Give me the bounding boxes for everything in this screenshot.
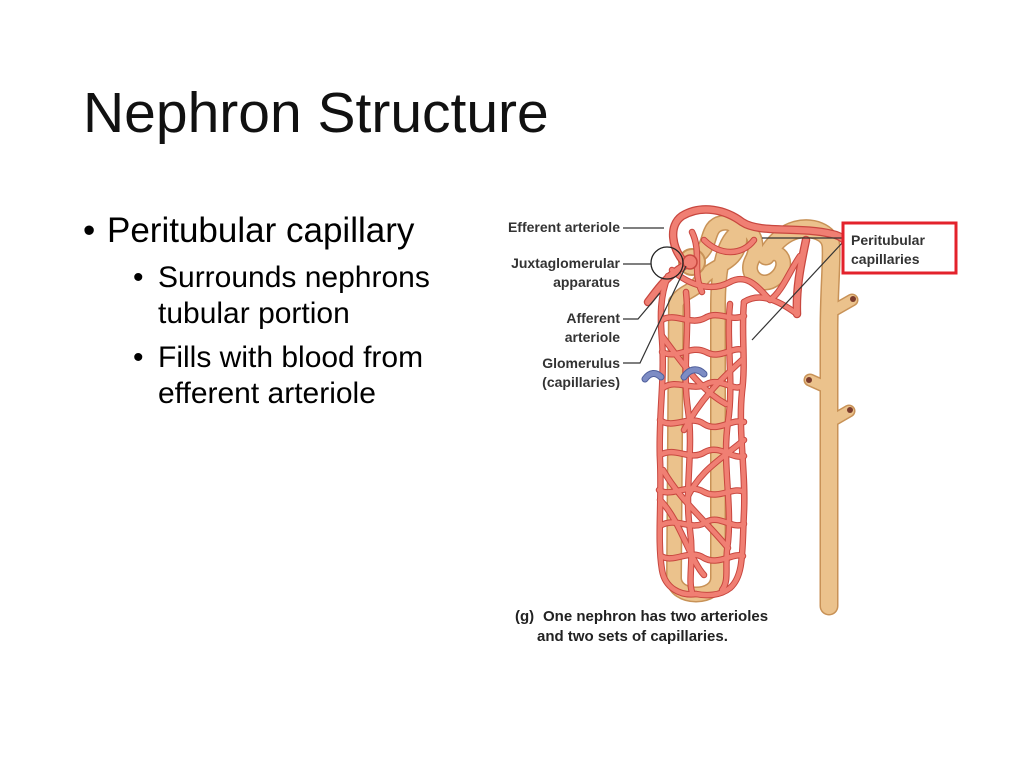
sub-bullet-item: • Surrounds nephrons tubular portion <box>133 260 443 332</box>
sub-bullet-marker: • <box>133 261 144 294</box>
duct-opening <box>847 407 853 413</box>
sub-bullet-text: Surrounds nephrons tubular portion <box>158 261 430 330</box>
glomerulus-leader <box>623 265 687 364</box>
afferent-arteriole-label: Afferent <box>566 310 620 326</box>
peritubular-capillaries-label: Peritubular <box>851 232 925 248</box>
slide-title: Nephron Structure <box>83 81 549 145</box>
figure-caption: One nephron has two arterioles <box>543 608 768 625</box>
glomerulus-label: (capillaries) <box>542 374 620 390</box>
afferent-arteriole-label: arteriole <box>565 329 620 345</box>
bullet-marker: • <box>83 211 96 250</box>
bullet-text: Peritubular capillary <box>107 211 415 250</box>
juxtaglomerular-highlight-circle <box>650 246 684 280</box>
efferent-arteriole-label: Efferent arteriole <box>508 219 620 235</box>
bullet-item: • Peritubular capillary <box>83 210 414 252</box>
juxtaglomerular-label: apparatus <box>553 274 620 290</box>
nephron-diagram: Efferent arteriole Juxtaglomerular appar… <box>508 195 958 645</box>
duct-opening <box>806 377 812 383</box>
glomerulus-label: Glomerulus <box>542 355 620 371</box>
figure-caption: and two sets of capillaries. <box>537 628 728 645</box>
sub-bullet-item: • Fills with blood from efferent arterio… <box>133 340 443 412</box>
peritubular-capillaries-label: capillaries <box>851 251 920 267</box>
sub-bullet-marker: • <box>133 341 144 374</box>
peritubular-highlight-box <box>841 221 958 275</box>
peritubular-leader <box>751 241 844 341</box>
juxtaglomerular-label: Juxtaglomerular <box>511 255 620 271</box>
figure-caption-marker: (g) <box>515 608 534 625</box>
afferent-arteriole-leader <box>623 292 661 320</box>
duct-opening <box>850 296 856 302</box>
sub-bullet-text: Fills with blood from efferent arteriole <box>158 341 424 410</box>
